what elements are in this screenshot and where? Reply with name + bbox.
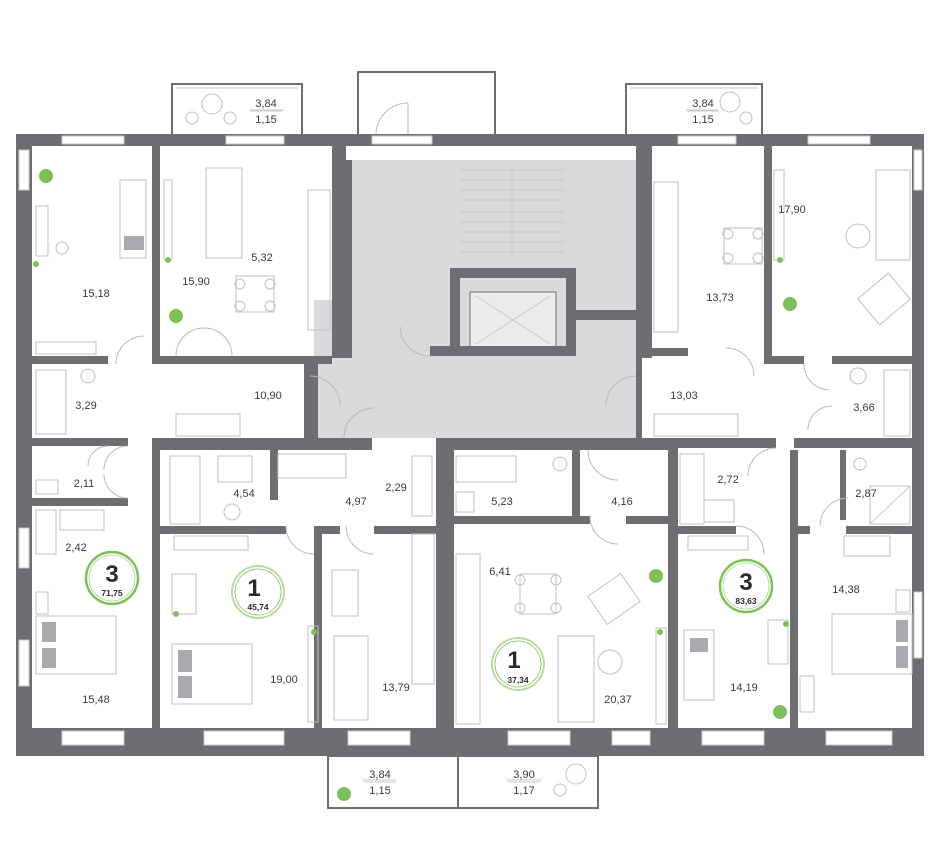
room-area: 2,42 (65, 542, 86, 554)
room-area: 20,37 (604, 694, 632, 706)
plant-icons (33, 169, 797, 801)
balcony-depth: 1,15 (692, 114, 713, 126)
room-area: 17,90 (778, 204, 806, 216)
room-area: 6,41 (489, 566, 510, 578)
room-area: 2,29 (385, 482, 406, 494)
door-swings[interactable] (87, 325, 849, 555)
unit-total-area: 71,75 (101, 588, 123, 598)
room-area: 14,19 (730, 682, 758, 694)
unit-total-area: 45,74 (247, 602, 269, 612)
room-area: 2,72 (717, 474, 738, 486)
room-area: 10,90 (254, 390, 282, 402)
unit-total-area: 83,63 (735, 596, 757, 606)
room-area: 5,23 (491, 496, 512, 508)
unit-badge-u2[interactable]: 1 45,74 (231, 565, 285, 619)
room-area: 14,38 (832, 584, 860, 596)
plant-icon (311, 629, 317, 635)
balcony-depth: 1,15 (369, 785, 390, 797)
plant-icon (39, 169, 53, 183)
plant-icon (783, 297, 797, 311)
balcony-depth: 1,17 (513, 785, 534, 797)
plant-icon (169, 309, 183, 323)
room-area: 5,32 (251, 252, 272, 264)
room-area: 4,97 (345, 496, 366, 508)
stair-treads (460, 165, 565, 258)
room-area-labels: 15,18 15,90 5,32 3,29 10,90 2,11 2,42 15… (65, 204, 876, 706)
balcony-top-left[interactable] (171, 83, 303, 136)
balcony-top-center[interactable] (357, 71, 496, 136)
room-area: 19,00 (270, 674, 298, 686)
balcony-depth: 1,15 (255, 114, 276, 126)
balcony-top-right[interactable] (625, 83, 763, 136)
unit-badge-u1[interactable]: 3 71,75 (84, 550, 140, 606)
outer-walls (16, 134, 924, 756)
furniture (35, 167, 913, 725)
plant-icon (777, 257, 783, 263)
balcony-area: 3,84 (369, 769, 390, 781)
windows-sides (18, 149, 923, 687)
plant-icon (165, 257, 171, 263)
windows-top (61, 135, 871, 145)
room-area: 4,54 (233, 488, 254, 500)
room-area: 15,18 (82, 288, 110, 300)
unit-room-count: 1 (507, 647, 520, 674)
balcony-area: 3,90 (513, 769, 534, 781)
plant-icon (773, 705, 787, 719)
plant-icon (657, 629, 663, 635)
room-area: 2,87 (855, 488, 876, 500)
room-area: 3,29 (75, 400, 96, 412)
unit-room-count: 3 (105, 561, 118, 588)
room-area: 15,90 (182, 276, 210, 288)
windows-bottom (61, 730, 893, 746)
room-area: 4,16 (611, 496, 632, 508)
unit-total-area: 37,34 (507, 675, 529, 685)
interior-walls-right (446, 146, 912, 728)
room-area: 2,11 (74, 478, 95, 490)
stair-core (314, 160, 638, 438)
plant-icon (337, 787, 351, 801)
unit-room-count: 1 (247, 575, 260, 602)
balcony-area: 3,84 (692, 98, 713, 110)
room-area: 13,79 (382, 682, 410, 694)
balcony-area: 3,84 (255, 98, 276, 110)
room-area: 3,66 (853, 402, 874, 414)
unit-badge-u4[interactable]: 3 83,63 (718, 558, 774, 614)
room-area: 15,48 (82, 694, 110, 706)
room-area: 13,73 (706, 292, 734, 304)
balcony-labels: 3,84 1,15 3,84 1,15 3,84 1,15 3,90 1,17 (250, 98, 719, 797)
unit-badge-u3[interactable]: 1 37,34 (491, 637, 545, 691)
plant-icon (649, 569, 663, 583)
room-area: 13,03 (670, 390, 698, 402)
plant-icon (173, 611, 179, 617)
plant-icon (783, 621, 789, 627)
unit-room-count: 3 (739, 569, 752, 596)
plant-icon (33, 261, 39, 267)
